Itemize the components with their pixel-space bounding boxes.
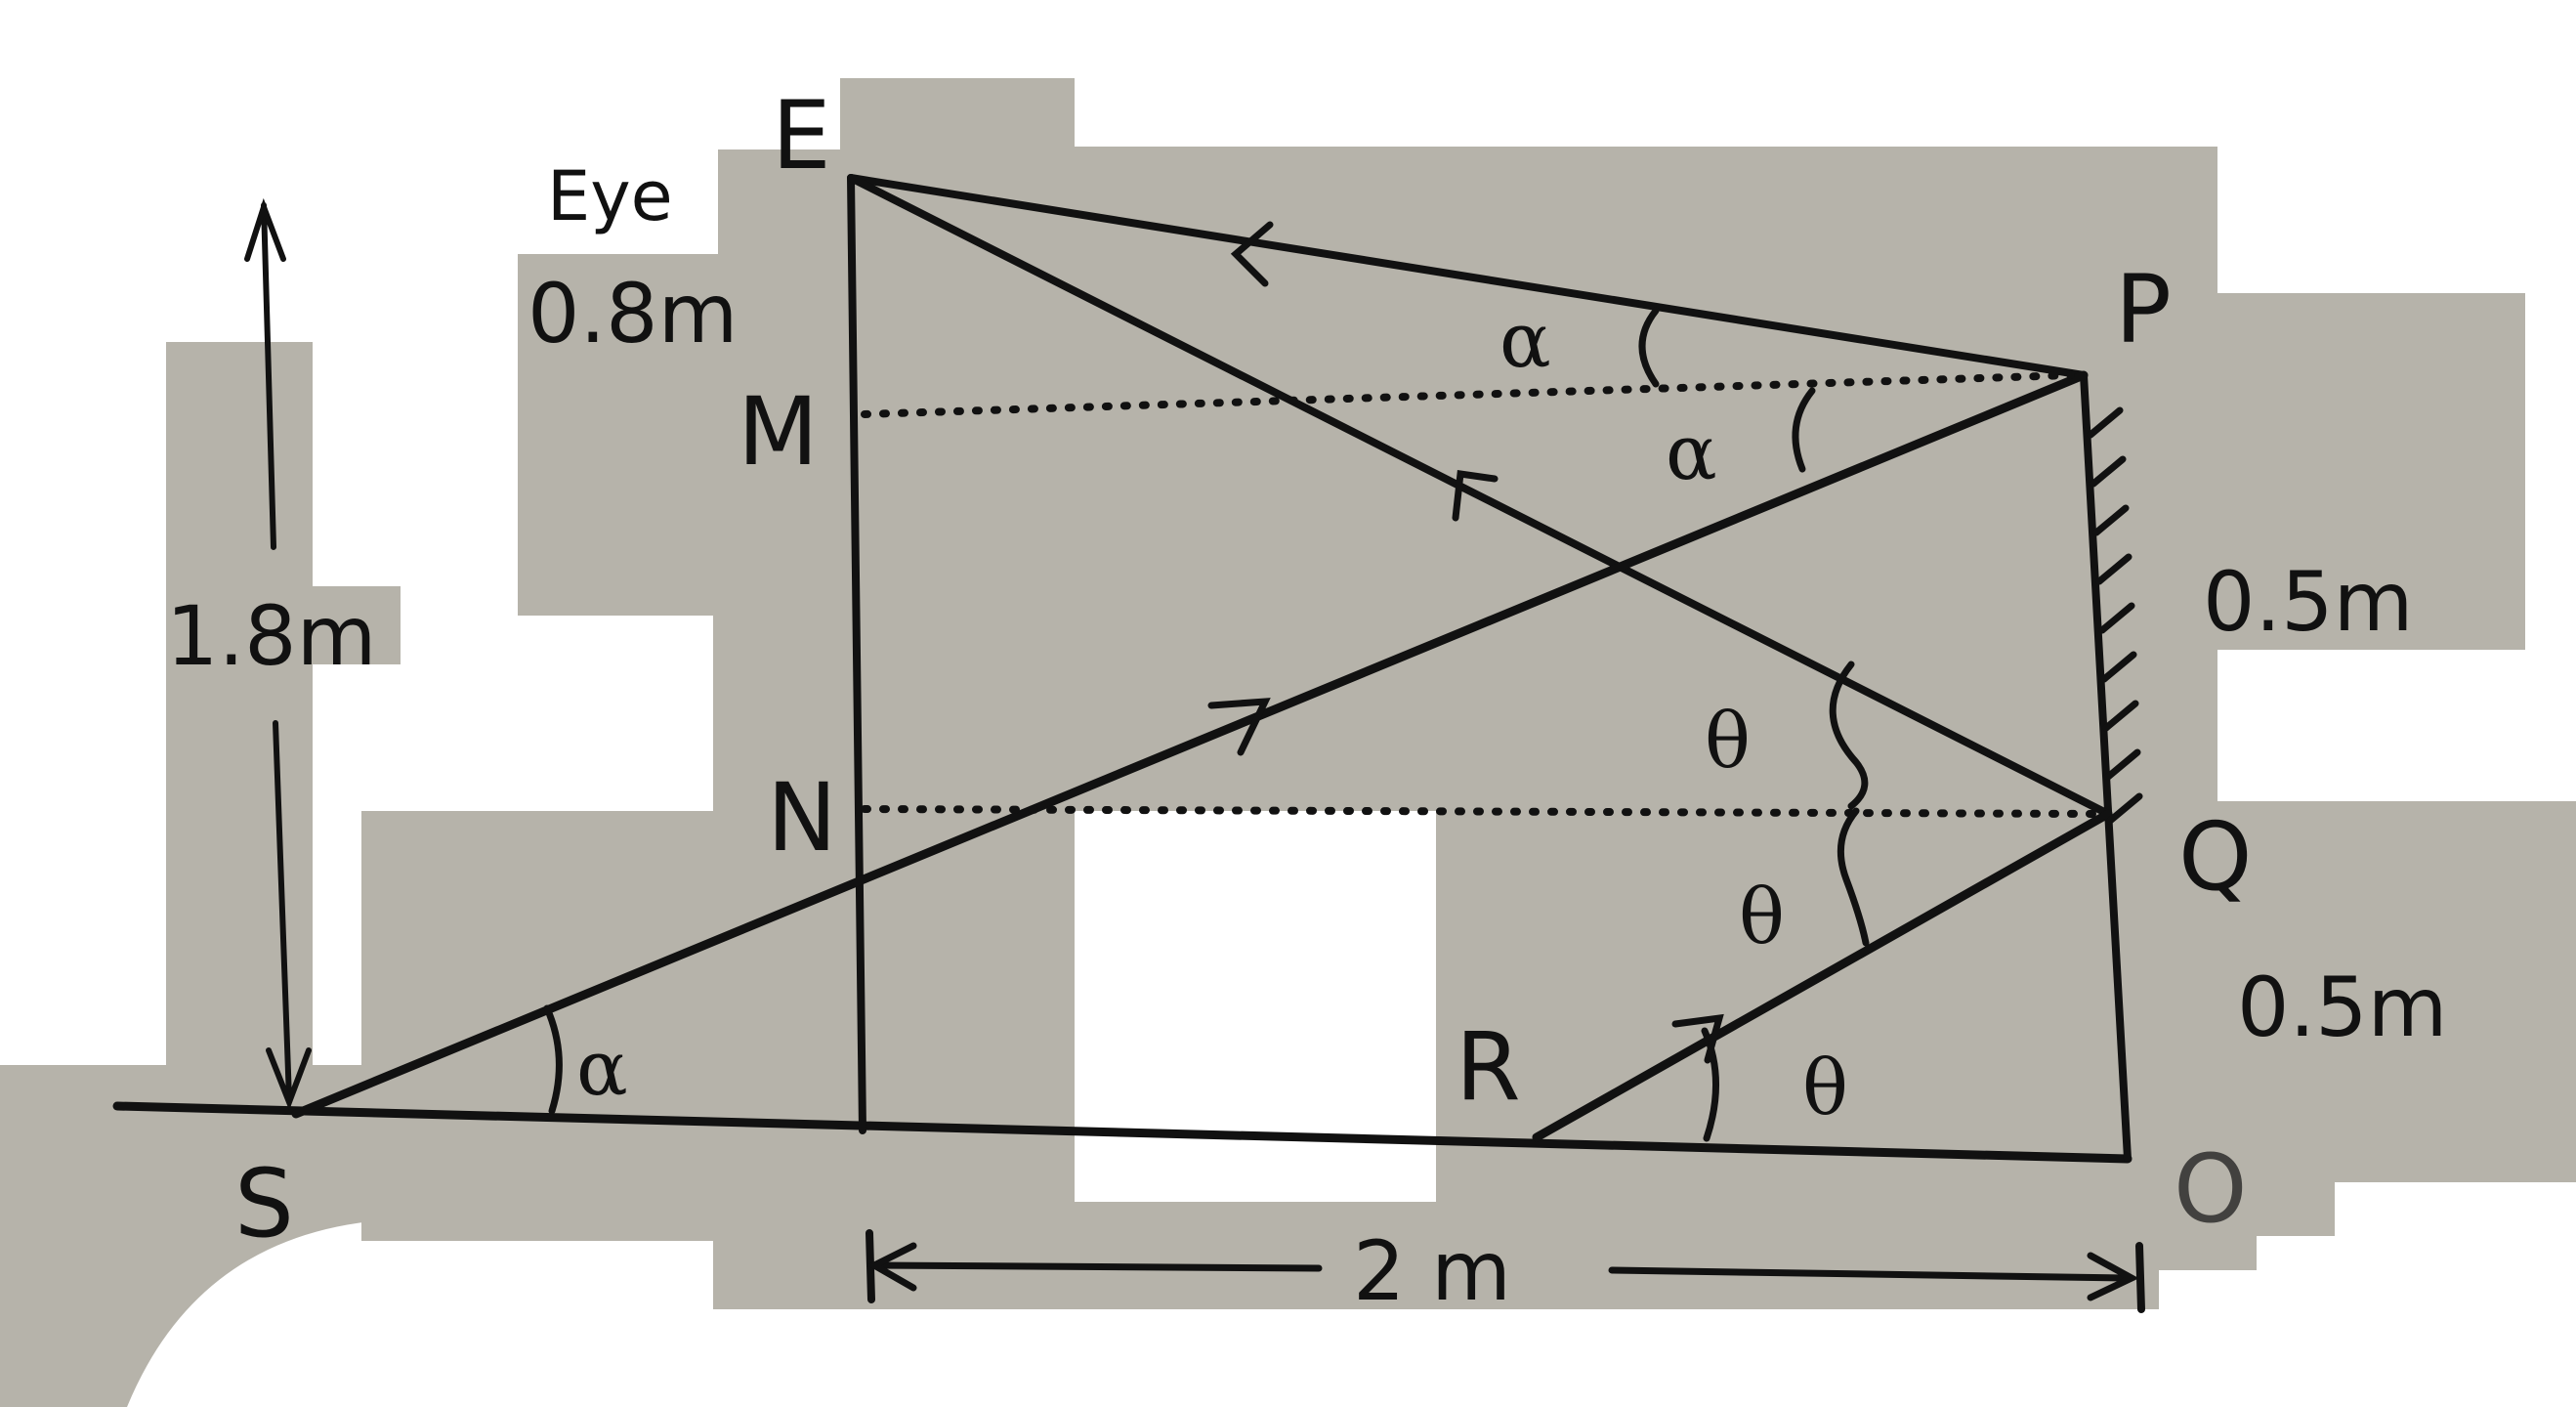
angle-theta-lower: θ bbox=[1739, 874, 1785, 961]
arrow-ray-r-to-q bbox=[1671, 1013, 1724, 1064]
mirror-hatching bbox=[2087, 406, 2143, 825]
ray-q-to-e bbox=[847, 174, 2112, 818]
point-label-r: R bbox=[1456, 1012, 1521, 1122]
height-arrow-top bbox=[261, 202, 276, 550]
base-arrow-left bbox=[870, 1261, 1323, 1272]
arrow-ray-s-to-p bbox=[1207, 698, 1271, 756]
ray-r-to-q bbox=[1532, 809, 2113, 1142]
point-label-m: M bbox=[738, 377, 819, 487]
eye-height-label: 0.8m bbox=[528, 266, 738, 362]
point-label-p: P bbox=[2115, 255, 2172, 364]
mirror-upper-length-label: 0.5m bbox=[2203, 554, 2413, 650]
base-arrow-right bbox=[1608, 1266, 2129, 1282]
height-arrowhead-up bbox=[244, 197, 286, 262]
eye-label: Eye bbox=[547, 156, 673, 236]
arc-alpha-s bbox=[543, 1004, 563, 1115]
height-arrowhead-down bbox=[266, 1047, 312, 1111]
point-label-e: E bbox=[772, 81, 831, 191]
arrow-ray-p-to-e bbox=[1230, 221, 1274, 287]
observer-line bbox=[847, 174, 866, 1134]
height-arrow-bottom bbox=[273, 720, 292, 1102]
base-arrowhead-right bbox=[2087, 1252, 2139, 1301]
arrow-ray-q-to-e bbox=[1452, 470, 1499, 522]
point-label-s: S bbox=[234, 1149, 294, 1258]
base-length-label: 2 m bbox=[1353, 1223, 1511, 1319]
mirror-line bbox=[2080, 371, 2132, 1163]
point-label-q: Q bbox=[2178, 802, 2253, 912]
angle-alpha-mid: α bbox=[1666, 409, 1717, 497]
point-label-o: O bbox=[2174, 1134, 2248, 1244]
observer-height-label: 1.8m bbox=[166, 588, 376, 684]
angle-theta-upper: θ bbox=[1705, 698, 1751, 786]
arc-theta-upper bbox=[1829, 661, 1869, 810]
arc-theta-r bbox=[1701, 1027, 1720, 1142]
ray-p-to-e bbox=[847, 174, 2088, 379]
point-label-n: N bbox=[767, 763, 837, 873]
geometry-lines bbox=[112, 174, 2145, 1313]
arc-theta-lower bbox=[1837, 807, 1870, 947]
angle-alpha-s: α bbox=[576, 1025, 628, 1113]
base-arrowhead-left bbox=[866, 1242, 917, 1292]
angle-alpha-top: α bbox=[1499, 297, 1551, 385]
base-tick-right bbox=[2135, 1242, 2145, 1313]
normal-at-q bbox=[861, 805, 2099, 818]
arc-alpha-mid bbox=[1792, 387, 1816, 473]
normal-at-p bbox=[861, 371, 2075, 418]
ground-line bbox=[112, 1101, 2133, 1164]
mirror-lower-length-label: 0.5m bbox=[2237, 959, 2447, 1055]
background-panels bbox=[0, 78, 2576, 1407]
ray-s-to-p bbox=[291, 370, 2089, 1119]
angle-theta-r: θ bbox=[1802, 1045, 1848, 1132]
arc-alpha-top bbox=[1638, 307, 1660, 388]
